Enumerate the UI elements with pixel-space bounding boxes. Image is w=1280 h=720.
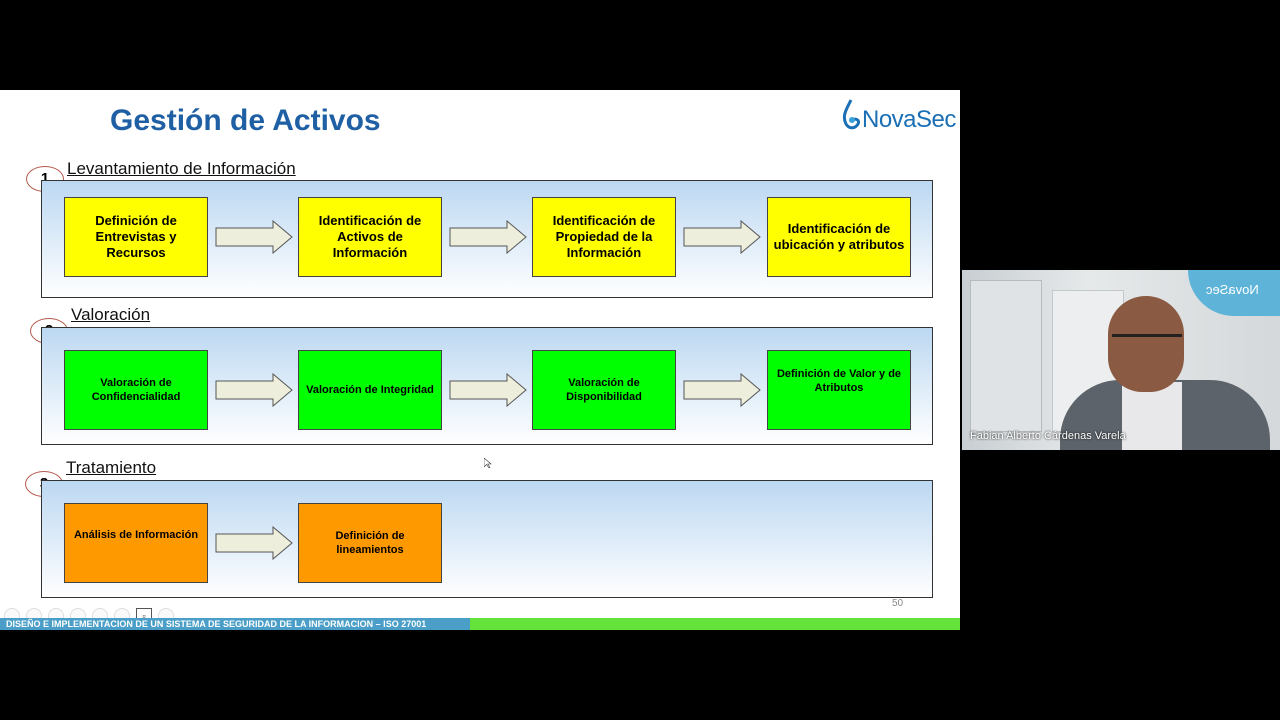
right-arrow-icon <box>215 220 293 254</box>
logo-text: NovaSec <box>862 106 956 133</box>
right-arrow-icon <box>215 373 293 407</box>
person-shirt <box>1122 382 1182 450</box>
step-box: Definición de Valor y de Atributos <box>767 350 911 430</box>
section-label-3: Tratamiento <box>66 458 157 477</box>
footer-bar: DISEÑO E IMPLEMENTACION DE UN SISTEMA DE… <box>0 618 960 630</box>
right-arrow-icon <box>215 526 293 560</box>
footer-text: DISEÑO E IMPLEMENTACION DE UN SISTEMA DE… <box>6 619 427 629</box>
section-panel-1: Definición de Entrevistas y Recursos Ide… <box>41 180 933 298</box>
step-box: Valoración de Integridad <box>298 350 442 430</box>
step-box: Definición de Entrevistas y Recursos <box>64 197 208 277</box>
footer-bar-accent <box>0 618 470 630</box>
background-window <box>970 280 1042 432</box>
step-box: Identificación de ubicación y atributos <box>767 197 911 277</box>
section-label-1: Levantamiento de Información <box>67 159 296 178</box>
video-logo-badge: NovaSec <box>1188 270 1280 316</box>
participant-video[interactable]: NovaSec Fabian Alberto Cárdenas Varela <box>962 270 1280 450</box>
section-panel-2: Valoración de Confidencialidad Valoració… <box>41 327 933 445</box>
video-logo-text: NovaSec <box>1206 282 1259 297</box>
step-box: Identificación de Activos de Información <box>298 197 442 277</box>
step-box: Análisis de Información <box>64 503 208 583</box>
step-box: Valoración de Disponibilidad <box>532 350 676 430</box>
right-arrow-icon <box>683 373 761 407</box>
step-box: Identificación de Propiedad de la Inform… <box>532 197 676 277</box>
page-number: 50 <box>892 598 904 609</box>
presentation-slide: Gestión de Activos NovaSec 1 Levantamien… <box>0 90 960 630</box>
glasses-icon <box>1112 334 1182 347</box>
drop-icon <box>842 99 860 130</box>
section-panel-3: Análisis de Información Definición de li… <box>41 480 933 598</box>
step-box: Definición de lineamientos <box>298 503 442 583</box>
novasec-logo: NovaSec <box>836 94 956 134</box>
right-arrow-icon <box>449 373 527 407</box>
right-arrow-icon <box>683 220 761 254</box>
right-arrow-icon <box>449 220 527 254</box>
person-head <box>1108 296 1184 392</box>
participant-name: Fabian Alberto Cárdenas Varela <box>970 430 1126 442</box>
slide-title: Gestión de Activos <box>110 104 381 137</box>
step-box: Valoración de Confidencialidad <box>64 350 208 430</box>
cursor-icon <box>484 458 492 468</box>
section-label-2: Valoración <box>71 305 151 324</box>
